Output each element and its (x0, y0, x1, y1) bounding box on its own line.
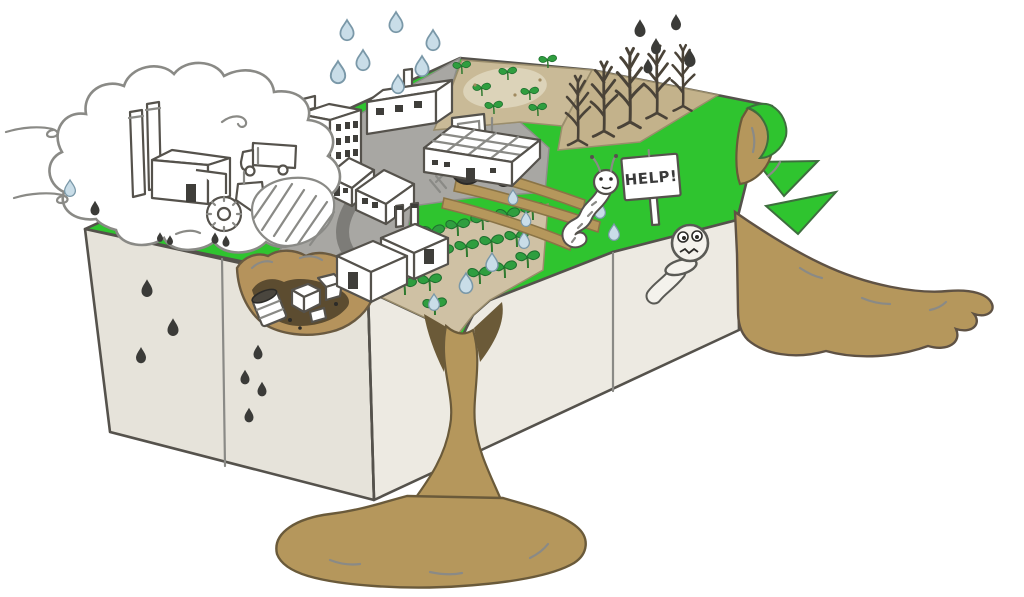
grass-curl-tongue (745, 102, 788, 160)
factory-door (186, 184, 196, 202)
industrial-building (335, 201, 450, 304)
bare-soil-patch (463, 67, 547, 109)
truck (239, 141, 298, 177)
block-corner-edge (366, 290, 376, 501)
worried-worm (645, 223, 710, 305)
plowed-field-oval (250, 176, 336, 248)
deforested-field (557, 43, 721, 151)
flat-building (365, 67, 454, 136)
mud-pool (275, 494, 587, 589)
worm-head (592, 168, 620, 196)
help-sign: HELP! (620, 149, 682, 227)
worried-worm-head (670, 223, 710, 263)
wind-swirls (4, 126, 202, 236)
mud-river (411, 323, 504, 504)
grass-flap-2 (763, 190, 839, 236)
factory (127, 100, 232, 206)
polluted-drops-trees (634, 14, 696, 74)
sparse-seedlings (452, 54, 558, 117)
greenhouse (422, 124, 542, 188)
mud-flow-big (733, 209, 994, 358)
erosion-front (275, 302, 587, 589)
grass-flap-1 (754, 159, 821, 198)
factory-chimney (128, 108, 147, 199)
waste-barrel (251, 288, 288, 328)
flat-building-windows (376, 101, 422, 115)
help-sign-text: HELP! (624, 167, 678, 190)
erosion-right (733, 102, 994, 358)
house-2 (354, 168, 416, 226)
face-seam-left (220, 257, 227, 468)
worm-with-help-sign: HELP! (561, 149, 682, 249)
